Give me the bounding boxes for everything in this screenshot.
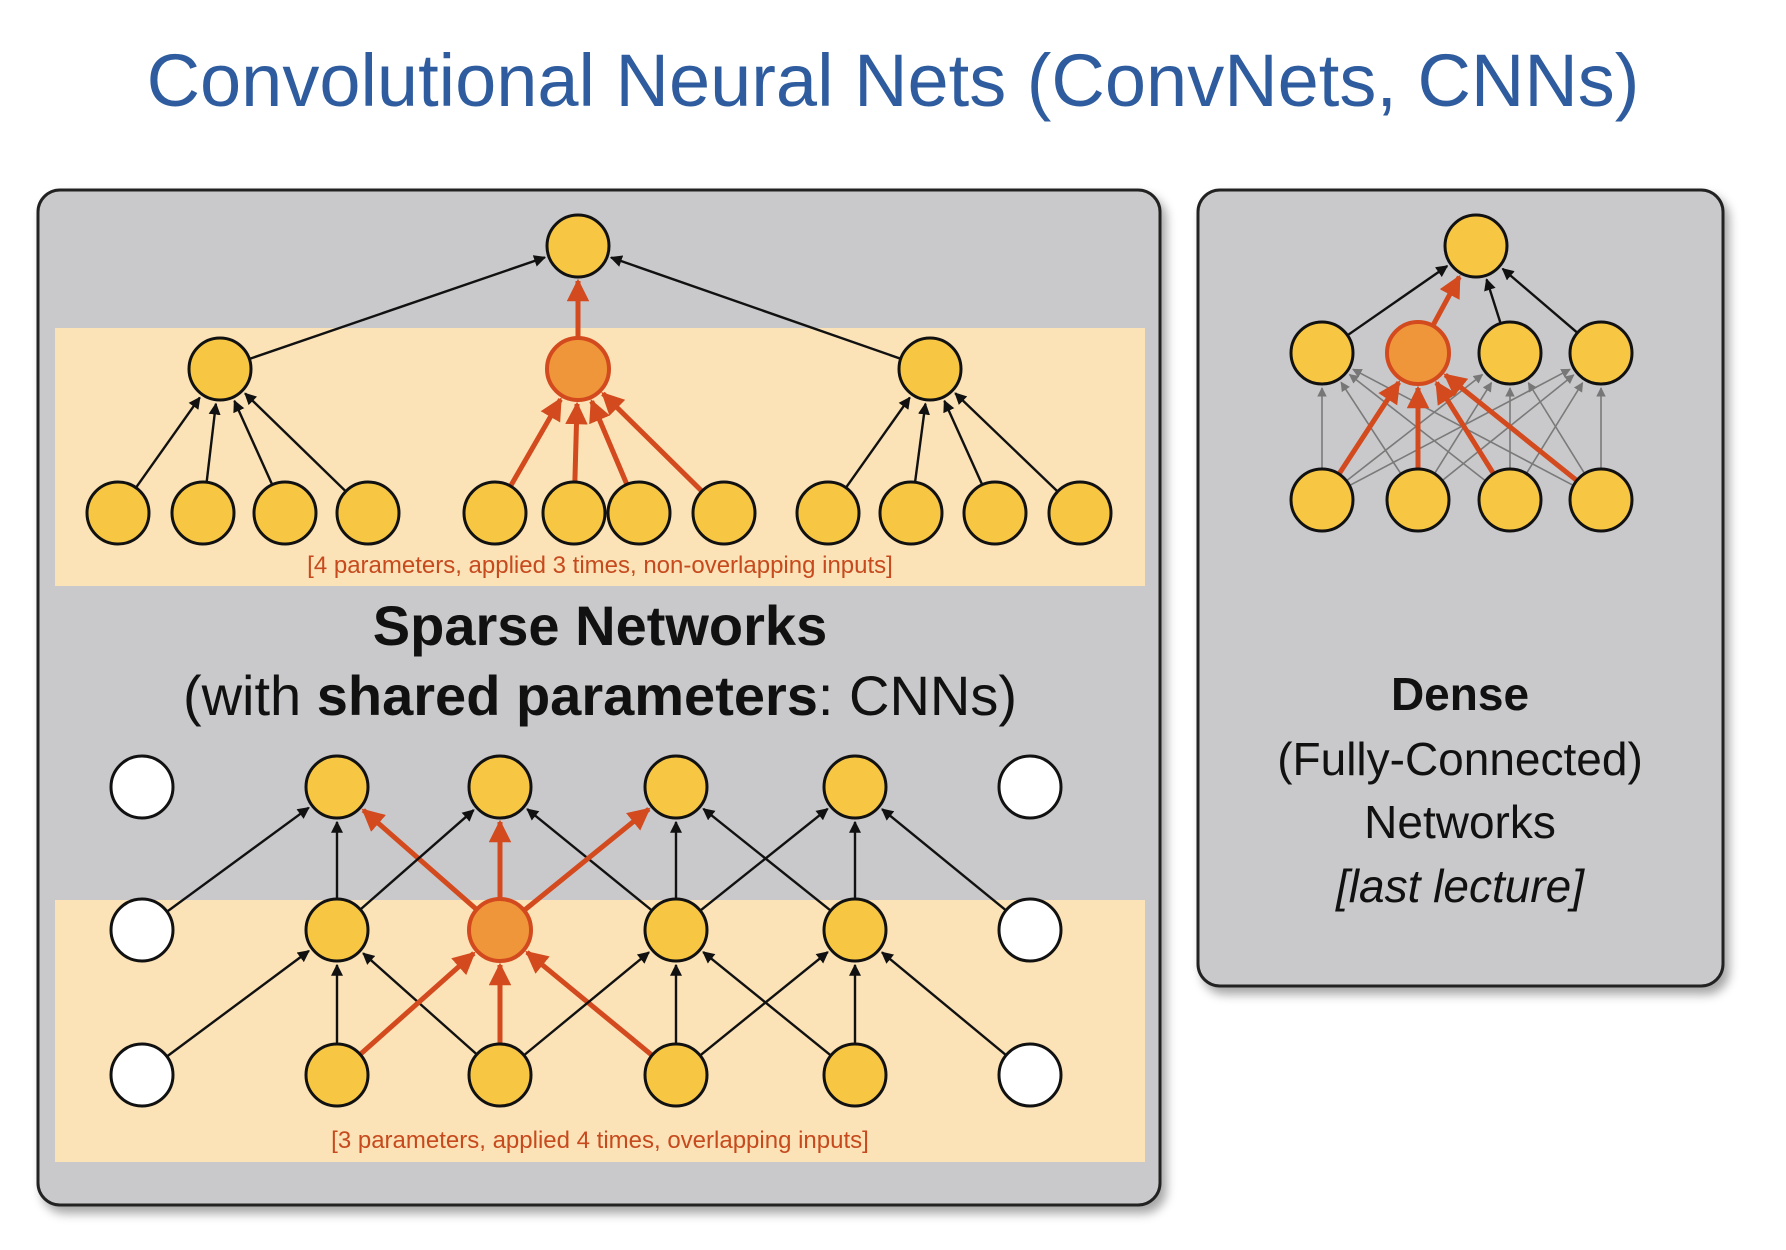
bottom-edge	[159, 806, 310, 918]
bottom-edge	[692, 951, 829, 1063]
dense-edge	[1524, 381, 1584, 477]
bottom-edge	[158, 949, 310, 1063]
top-input-node	[85, 480, 151, 546]
top-input-node	[252, 480, 318, 546]
top-input-node	[335, 480, 401, 546]
dense-edge-highlight	[1331, 380, 1401, 483]
bottom-output-node	[304, 754, 370, 820]
bottom-hidden-node	[643, 897, 709, 963]
top-hidden-node	[187, 336, 253, 402]
top-edge	[609, 255, 910, 363]
top-edge	[129, 396, 201, 496]
top-input-node	[795, 480, 861, 546]
bottom-input-node	[109, 1042, 175, 1108]
dense-hidden-node	[1477, 320, 1543, 386]
bottom-caption: [3 parameters, applied 4 times, overlapp…	[331, 1127, 869, 1154]
bottom-input-node	[304, 1042, 370, 1108]
top-input-node	[962, 480, 1028, 546]
dense-output-node	[1443, 213, 1509, 279]
bottom-edge-highlight	[515, 807, 651, 919]
bottom-edge	[352, 809, 475, 917]
bottom-edge-highlight	[525, 950, 661, 1063]
bottom-hidden-node	[997, 897, 1063, 963]
top-edge	[943, 399, 988, 494]
subheading-bold: shared parameters	[317, 664, 818, 727]
top-output-node	[545, 213, 611, 279]
dense-line2: (Fully-Connected)	[1277, 733, 1643, 785]
slide-title: Convolutional Neural Nets (ConvNets, CNN…	[146, 39, 1640, 122]
dense-panel	[1196, 188, 1725, 988]
subheading-suffix: : CNNs)	[818, 664, 1017, 727]
bottom-output-node	[997, 754, 1063, 820]
top-edge-highlight	[503, 397, 563, 496]
top-input-node	[1047, 480, 1113, 546]
dense-edge	[1501, 267, 1586, 340]
bottom-input-node	[643, 1042, 709, 1108]
bottom-band	[55, 900, 1145, 1162]
bottom-hidden-node	[467, 897, 533, 963]
bottom-input-node	[997, 1042, 1063, 1108]
top-edge	[954, 392, 1065, 499]
subheading-prefix: (with	[183, 664, 317, 727]
bottom-edge-highlight	[351, 951, 476, 1063]
top-caption: [4 parameters, applied 3 times, non-over…	[307, 552, 893, 579]
dense-heading: Dense	[1391, 668, 1529, 720]
dense-input-node	[1568, 467, 1634, 533]
bottom-edge	[702, 951, 839, 1063]
top-input-node	[606, 480, 672, 546]
bottom-hidden-node	[304, 897, 370, 963]
top-edge	[244, 392, 354, 499]
dense-edge	[1339, 264, 1449, 342]
dense-hidden-node	[1568, 320, 1634, 386]
top-edge	[233, 399, 278, 494]
bottom-output-node	[467, 754, 533, 820]
sparse-heading: Sparse Networks	[373, 594, 827, 657]
bottom-input-node	[822, 1042, 888, 1108]
dense-edge	[1340, 381, 1404, 477]
bottom-edge	[526, 808, 660, 918]
bottom-edge	[362, 952, 485, 1062]
top-edge-highlight	[601, 391, 711, 500]
top-edge-highlight	[565, 401, 588, 492]
dense-hidden-node	[1289, 320, 1355, 386]
dense-line3: Networks	[1364, 796, 1556, 848]
top-edge	[240, 255, 547, 363]
bottom-output-node	[109, 754, 175, 820]
top-input-node	[541, 480, 607, 546]
bottom-edge	[516, 951, 650, 1062]
bottom-hidden-node	[822, 897, 888, 963]
top-input-node	[691, 480, 757, 546]
dense-edge-highlight	[1443, 372, 1586, 489]
top-edge	[912, 402, 930, 492]
dense-edge-highlight	[1434, 380, 1501, 483]
dense-input-node	[1477, 467, 1543, 533]
top-edge	[839, 396, 911, 496]
bottom-edge	[881, 951, 1014, 1062]
bottom-edge	[692, 807, 829, 918]
dense-line4: [last lecture]	[1335, 860, 1585, 912]
sparse-subheading: (with shared parameters: CNNs)	[183, 664, 1017, 727]
top-input-node	[170, 480, 236, 546]
dense-input-node	[1289, 467, 1355, 533]
bottom-output-node	[643, 754, 709, 820]
dense-edge	[1527, 381, 1587, 477]
top-hidden-node	[545, 336, 611, 402]
top-edge-highlight	[589, 399, 633, 494]
dense-edge	[1432, 381, 1493, 477]
bottom-output-node	[822, 754, 888, 820]
bottom-edge-highlight	[361, 808, 486, 918]
top-hidden-node	[897, 336, 963, 402]
top-input-node	[462, 480, 528, 546]
bottom-input-node	[467, 1042, 533, 1108]
top-edge	[204, 402, 221, 492]
bottom-edge	[881, 808, 1014, 918]
top-input-node	[878, 480, 944, 546]
bottom-hidden-node	[109, 897, 175, 963]
dense-edge	[1439, 374, 1575, 484]
dense-hidden-node	[1385, 320, 1451, 386]
dense-input-node	[1385, 467, 1451, 533]
bottom-edge	[702, 807, 839, 918]
